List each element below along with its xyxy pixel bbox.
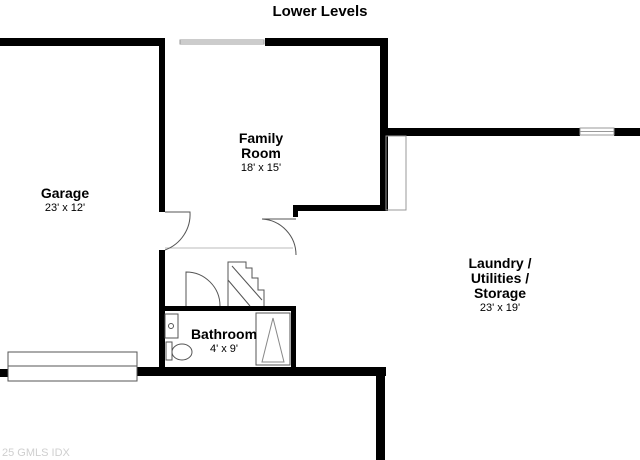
room-label-family-1: Family — [239, 130, 284, 146]
wall-top-right — [386, 128, 580, 136]
bathroom-fixtures — [164, 312, 291, 366]
room-label-garage: Garage — [41, 185, 89, 201]
stairs — [227, 261, 265, 307]
details — [164, 135, 407, 366]
room-label-bathroom: Bathroom — [191, 326, 257, 342]
wall-right-upper — [380, 38, 388, 210]
wall-family-bottom — [293, 205, 388, 211]
wall-garage-family-lower — [159, 250, 165, 370]
room-dims-laundry: 23' x 19' — [480, 302, 520, 314]
wall-right-lower — [376, 367, 385, 460]
room-label-laundry-2: Utilities / — [471, 270, 529, 286]
wall-top-right-end — [614, 128, 640, 136]
wall-bath-right — [291, 306, 296, 370]
wall-bath-top — [163, 306, 296, 311]
plan-title: Lower Levels — [272, 3, 367, 20]
door-family-laundry — [261, 218, 297, 256]
windows — [7, 39, 615, 382]
room-dims-family: 18' x 15' — [241, 162, 281, 174]
room-label-laundry-3: Storage — [474, 285, 526, 301]
wall-bottom-left — [0, 369, 8, 377]
door-bathroom — [185, 271, 221, 307]
room-label-family-2: Room — [241, 145, 281, 161]
shower — [255, 312, 291, 366]
wall-garage-family-upper — [159, 44, 165, 212]
room-label-laundry-1: Laundry / — [468, 255, 531, 271]
wall-bottom-mid — [136, 367, 386, 376]
laundry-closet — [385, 135, 407, 211]
door-garage-family — [164, 211, 191, 251]
room-dims-garage: 23' x 12' — [45, 202, 85, 214]
wall-top-mid — [265, 38, 388, 46]
toilet — [171, 343, 193, 361]
watermark: 25 GMLS IDX — [2, 447, 71, 459]
wall-top-left — [0, 38, 165, 46]
walls — [0, 38, 640, 460]
wall-family-bottom-stub — [293, 205, 298, 217]
room-dims-bathroom: 4' x 9' — [210, 343, 238, 355]
room-labels: Garage 23' x 12' Family Room 18' x 15' L… — [41, 130, 532, 355]
sink — [164, 313, 179, 339]
